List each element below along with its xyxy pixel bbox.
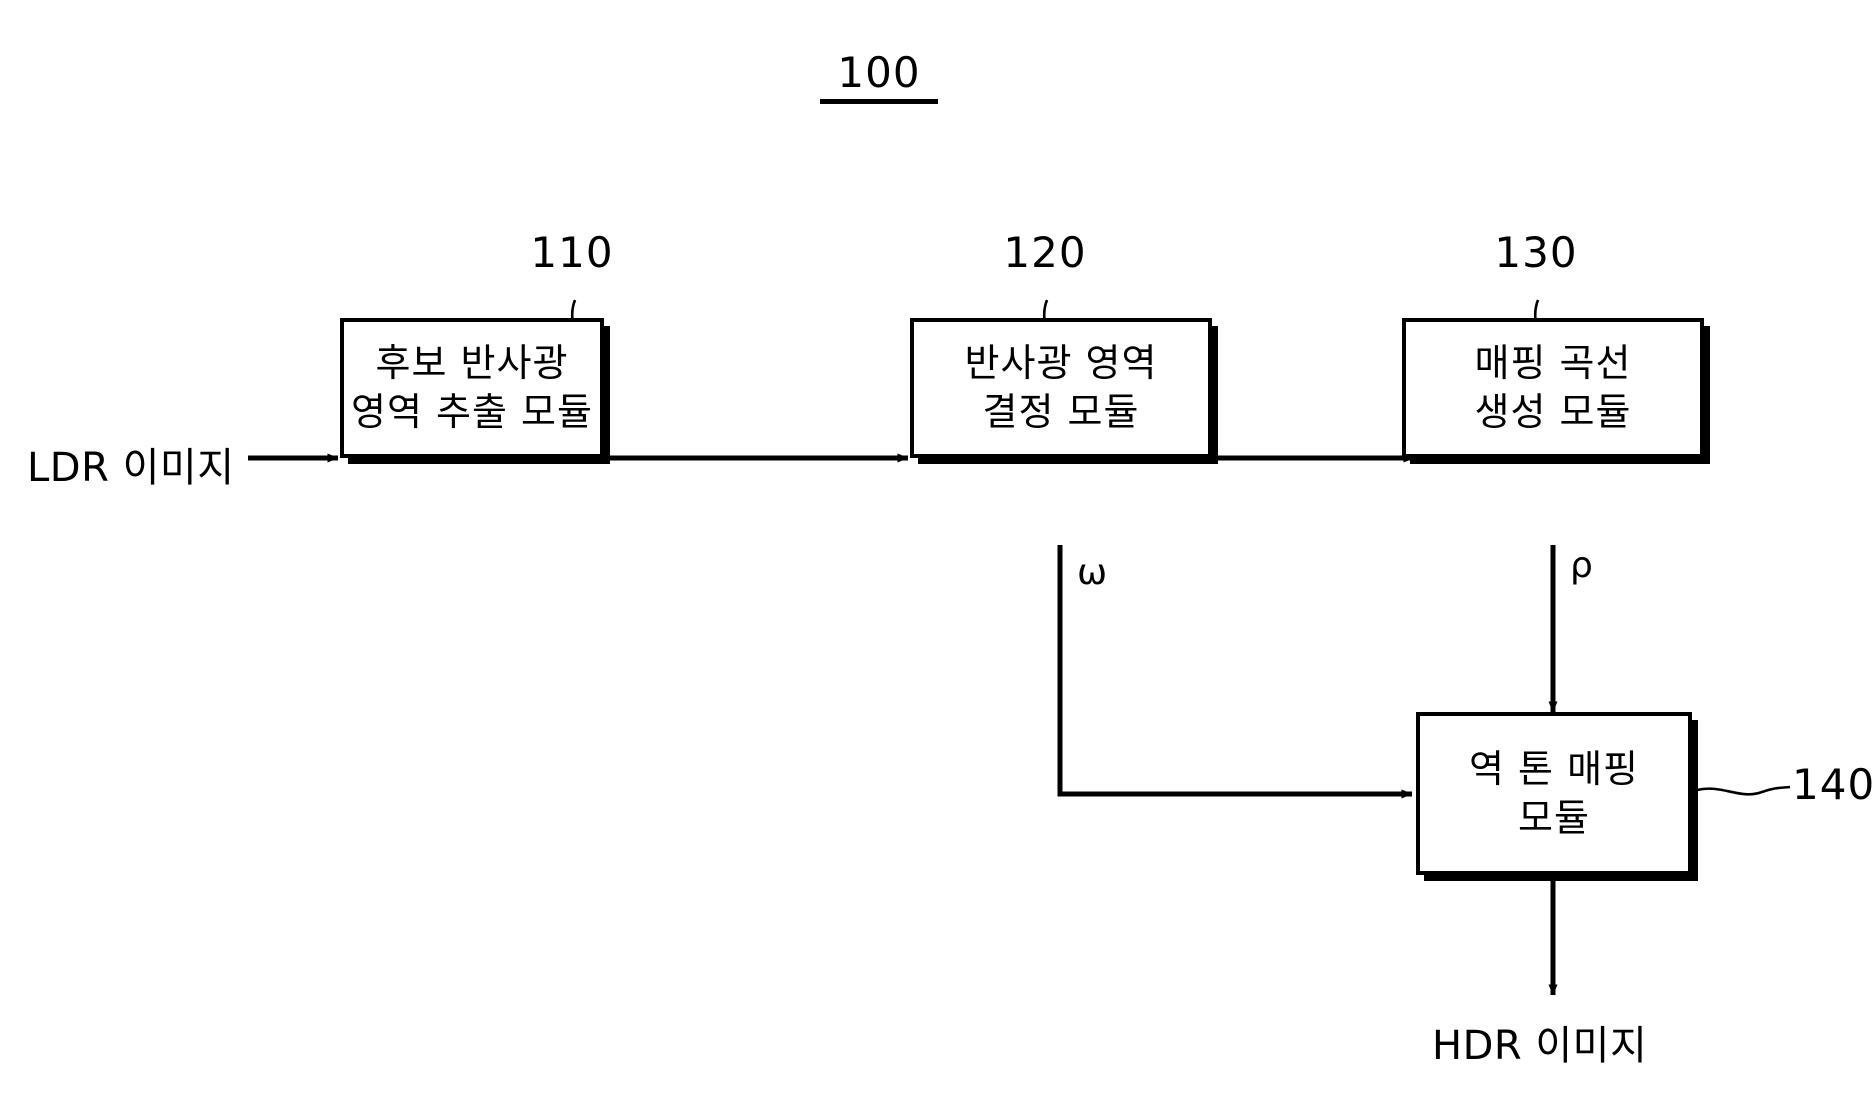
module-110-line-1: 후보 반사광 xyxy=(375,341,569,386)
module-box-mapping-curve-generation[interactable]: 매핑 곡선 생성 모듈 xyxy=(1402,318,1704,458)
module-140-line-1: 역 톤 매핑 xyxy=(1469,746,1639,791)
signal-label-omega: ω xyxy=(1077,552,1108,593)
ref-number-140: 140 xyxy=(1792,760,1876,809)
module-130-line-1: 매핑 곡선 xyxy=(1474,341,1632,386)
module-110-line-2: 영역 추출 모듈 xyxy=(351,390,593,434)
module-box-inverse-tone-mapping[interactable]: 역 톤 매핑 모듈 xyxy=(1416,712,1692,875)
figure-number: 100 xyxy=(820,48,938,104)
module-120-line-2: 결정 모듈 xyxy=(982,390,1140,434)
module-box-candidate-specular-region-extraction[interactable]: 후보 반사광 영역 추출 모듈 xyxy=(340,318,604,458)
ref-number-120: 120 xyxy=(1003,228,1087,277)
signal-label-rho: ρ xyxy=(1570,545,1593,586)
module-120-line-1: 반사광 영역 xyxy=(964,341,1158,386)
leader-line-140 xyxy=(1696,785,1791,796)
ref-number-130: 130 xyxy=(1494,228,1578,277)
module-130-line-2: 생성 모듈 xyxy=(1474,390,1632,434)
module-box-specular-region-determination[interactable]: 반사광 영역 결정 모듈 xyxy=(910,318,1212,458)
output-label-hdr-image: HDR 이미지 xyxy=(1432,1023,1648,1069)
ref-number-110: 110 xyxy=(530,228,614,277)
arrow-120-to-140 xyxy=(1057,545,1413,799)
input-label-ldr-image: LDR 이미지 xyxy=(27,445,235,491)
module-140-line-2: 모듈 xyxy=(1518,795,1590,840)
